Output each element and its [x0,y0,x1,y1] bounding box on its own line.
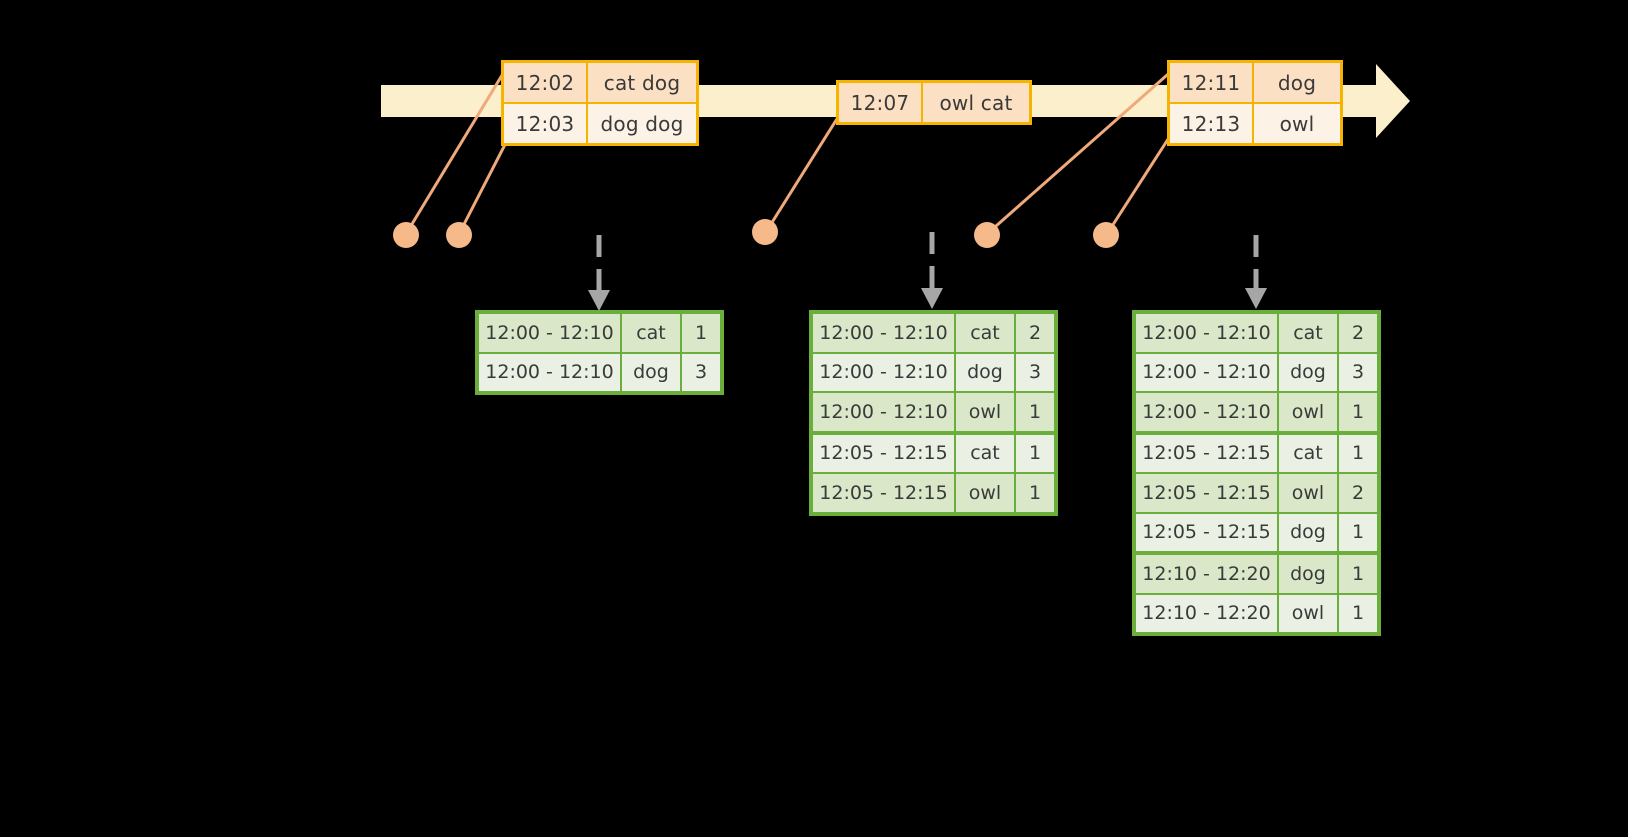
key-cell: cat [1279,434,1339,472]
window-cell: 12:00 - 12:10 [813,353,956,391]
count-cell: 1 [1339,594,1377,632]
count-cell: 1 [1339,555,1377,593]
count-cell: 3 [1016,353,1054,391]
dashed-arrow-1 [588,235,610,311]
table-row[interactable]: 12:10 - 12:20 owl 1 [1136,592,1377,632]
table-row[interactable]: 12:00 - 12:10 cat 1 [479,314,720,352]
table-row[interactable]: 12:00 - 12:10 dog 3 [1136,351,1377,391]
table-row[interactable]: 12:00 - 12:10 dog 3 [813,351,1054,391]
event-time: 12:11 [1170,63,1254,102]
dot-2 [446,222,472,248]
table-row[interactable]: 12:00 - 12:10 owl 1 [813,391,1054,431]
window-cell: 12:00 - 12:10 [1136,393,1279,431]
event-row[interactable]: 12:11 dog [1170,63,1340,102]
table-row[interactable]: 12:05 - 12:15 owl 2 [1136,472,1377,512]
event-value: dog dog [588,104,696,143]
table-row[interactable]: 12:05 - 12:15 owl 1 [813,472,1054,512]
count-cell: 1 [1016,393,1054,431]
key-cell: cat [1279,314,1339,352]
key-cell: owl [956,393,1016,431]
table-row[interactable]: 12:00 - 12:10 owl 1 [1136,391,1377,431]
event-row[interactable]: 12:03 dog dog [504,102,696,143]
event-group-1[interactable]: 12:02 cat dog 12:03 dog dog [501,60,699,146]
key-cell: dog [622,353,682,391]
dot-3 [752,219,778,245]
event-row[interactable]: 12:13 owl [1170,102,1340,143]
count-cell: 1 [1016,474,1054,512]
count-cell: 1 [1339,434,1377,472]
key-cell: dog [1279,513,1339,551]
count-cell: 1 [682,314,720,352]
key-cell: owl [1279,594,1339,632]
event-time: 12:13 [1170,104,1254,143]
event-value: owl cat [923,83,1029,122]
table-row[interactable]: 12:00 - 12:10 cat 2 [813,314,1054,352]
table-row[interactable]: 12:05 - 12:15 cat 1 [1136,430,1377,472]
count-cell: 1 [1016,434,1054,472]
window-cell: 12:00 - 12:10 [479,314,622,352]
dot-5 [1093,222,1119,248]
window-cell: 12:00 - 12:10 [1136,314,1279,352]
window-cell: 12:05 - 12:15 [813,434,956,472]
dashed-arrow-2 [921,232,943,309]
table-row[interactable]: 12:05 - 12:15 cat 1 [813,430,1054,472]
dashed-arrows [588,232,1267,311]
window-cell: 12:00 - 12:10 [479,353,622,391]
event-row[interactable]: 12:02 cat dog [504,63,696,102]
key-cell: dog [1279,555,1339,593]
key-cell: cat [956,434,1016,472]
event-value: owl [1254,104,1340,143]
event-group-3[interactable]: 12:11 dog 12:13 owl [1167,60,1343,146]
event-time: 12:03 [504,104,588,143]
window-cell: 12:00 - 12:10 [1136,353,1279,391]
window-cell: 12:05 - 12:15 [1136,513,1279,551]
window-cell: 12:00 - 12:10 [813,393,956,431]
key-cell: cat [622,314,682,352]
key-cell: cat [956,314,1016,352]
window-cell: 12:05 - 12:15 [1136,434,1279,472]
table-row[interactable]: 12:00 - 12:10 cat 2 [1136,314,1377,352]
window-cell: 12:05 - 12:15 [813,474,956,512]
key-cell: owl [1279,393,1339,431]
key-cell: dog [956,353,1016,391]
event-time: 12:07 [839,83,923,122]
event-dots [393,219,1119,248]
count-cell: 3 [682,353,720,391]
dashed-arrow-3 [1245,235,1267,309]
table-row[interactable]: 12:05 - 12:15 dog 1 [1136,511,1377,551]
dot-4 [974,222,1000,248]
key-cell: owl [1279,474,1339,512]
event-time: 12:02 [504,63,588,102]
event-value: cat dog [588,63,696,102]
window-cell: 12:10 - 12:20 [1136,555,1279,593]
result-table-3[interactable]: 12:00 - 12:10 cat 2 12:00 - 12:10 dog 3 … [1132,310,1381,636]
count-cell: 1 [1339,513,1377,551]
key-cell: owl [956,474,1016,512]
event-group-2[interactable]: 12:07 owl cat [836,80,1032,125]
count-cell: 2 [1339,314,1377,352]
key-cell: dog [1279,353,1339,391]
table-row[interactable]: 12:00 - 12:10 dog 3 [479,351,720,391]
event-value: dog [1254,63,1340,102]
window-cell: 12:05 - 12:15 [1136,474,1279,512]
result-table-2[interactable]: 12:00 - 12:10 cat 2 12:00 - 12:10 dog 3 … [809,310,1058,516]
window-cell: 12:10 - 12:20 [1136,594,1279,632]
count-cell: 1 [1339,393,1377,431]
window-cell: 12:00 - 12:10 [813,314,956,352]
count-cell: 3 [1339,353,1377,391]
dot-1 [393,222,419,248]
count-cell: 2 [1016,314,1054,352]
count-cell: 2 [1339,474,1377,512]
table-row[interactable]: 12:10 - 12:20 dog 1 [1136,551,1377,593]
result-table-1[interactable]: 12:00 - 12:10 cat 1 12:00 - 12:10 dog 3 [475,310,724,395]
event-row[interactable]: 12:07 owl cat [839,83,1029,122]
